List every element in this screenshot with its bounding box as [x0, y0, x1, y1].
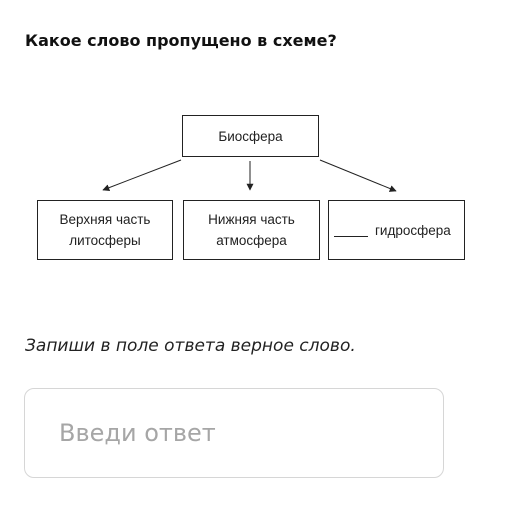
scheme-box-lithosphere: Верхняя часть литосферы	[37, 200, 173, 260]
answer-input[interactable]	[24, 388, 444, 478]
scheme-box-hydrosphere-label: гидросфера	[375, 222, 451, 238]
scheme-box-atmosphere-line1: Нижняя часть	[208, 212, 295, 227]
scheme-box-hydrosphere: гидросфера	[328, 200, 465, 260]
arrow-right	[319, 159, 397, 192]
scheme-box-lithosphere-line1: Верхняя часть	[59, 212, 151, 227]
scheme-box-lithosphere-line2: литосферы	[69, 233, 141, 248]
arrow-left	[102, 159, 182, 192]
scheme-box-atmosphere-line2: атмосфера	[216, 233, 287, 248]
question-text: Какое слово пропущено в схеме?	[25, 31, 337, 50]
scheme-box-atmosphere: Нижняя часть атмосфера	[183, 200, 320, 260]
missing-word-blank	[334, 235, 368, 237]
instruction-text: Запиши в поле ответа верное слово.	[25, 336, 356, 356]
scheme-box-biosphere: Биосфера	[182, 115, 319, 157]
scheme-box-biosphere-label: Биосфера	[218, 128, 283, 144]
